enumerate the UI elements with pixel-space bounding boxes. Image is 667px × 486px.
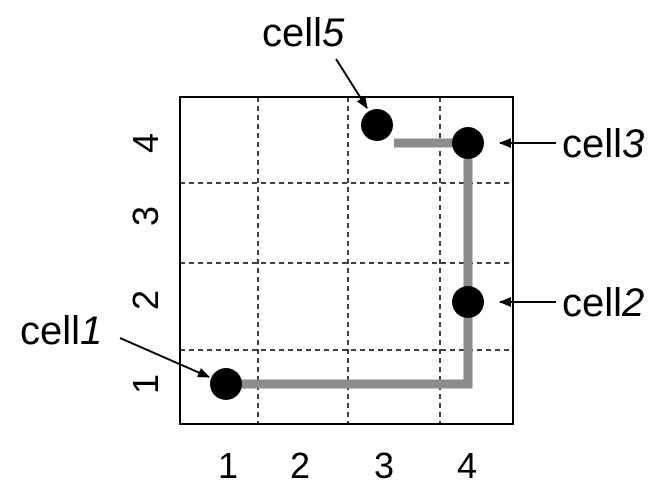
routing-path — [228, 138, 473, 389]
y-tick-4: 4 — [125, 133, 166, 153]
x-tick-2: 2 — [290, 445, 310, 486]
cell1-point — [210, 368, 242, 400]
x-tick-3: 3 — [374, 445, 394, 486]
cell5-label: cell5 — [262, 11, 345, 55]
cell2-label: cell2 — [562, 281, 644, 325]
grid-lines — [180, 97, 513, 424]
cell3-point — [452, 127, 484, 159]
cell2-point — [452, 286, 484, 318]
x-tick-1: 1 — [218, 445, 238, 486]
y-tick-2: 2 — [125, 290, 166, 310]
cell3-label: cell3 — [562, 122, 644, 166]
y-tick-1: 1 — [125, 374, 166, 394]
cell5-point — [361, 109, 393, 141]
x-tick-4: 4 — [457, 445, 477, 486]
grid-frame — [179, 96, 514, 425]
cell1-arrow — [119, 337, 210, 378]
cell5-arrow — [335, 58, 368, 109]
cell1-label: cell1 — [20, 309, 102, 353]
y-tick-3: 3 — [125, 206, 166, 226]
